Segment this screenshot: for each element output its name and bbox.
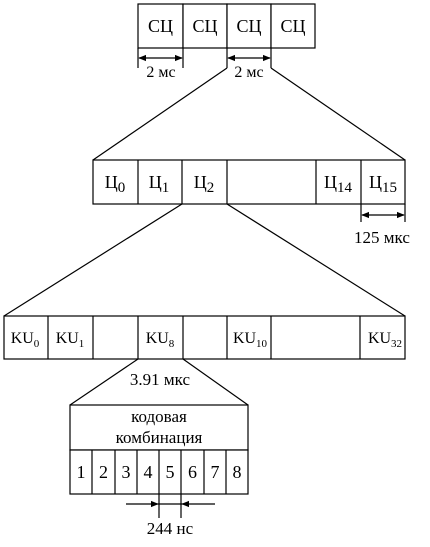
bit-label-8: 8 xyxy=(233,462,242,482)
level2-label-0: Ц0 xyxy=(105,172,126,196)
level2-frame: Ц0 Ц1 Ц2 Ц14 Ц15 125 мкс xyxy=(92,159,410,247)
level4-codeword: кодовая комбинация 1 2 3 4 5 6 7 8 244 н… xyxy=(69,404,249,538)
expand-3-4-left xyxy=(69,358,139,406)
codeword-title-line2: комбинация xyxy=(116,428,203,447)
bit-label-1: 1 xyxy=(77,462,86,482)
level3-frame-outline xyxy=(3,315,406,360)
level3-label-8: KU8 xyxy=(146,330,175,350)
bit-label-3: 3 xyxy=(122,462,131,482)
level3-label-0: KU0 xyxy=(11,330,40,350)
level2-label-2: Ц2 xyxy=(194,172,215,196)
expand-1-2-left xyxy=(92,67,228,161)
level3-dim-label: 3.91 мкс xyxy=(130,370,191,389)
level3-label-10: KU10 xyxy=(233,330,268,350)
level1-cell-0 xyxy=(137,3,184,49)
bit-label-2: 2 xyxy=(99,462,108,482)
bit-label-6: 6 xyxy=(188,462,197,482)
level2-label-14: Ц14 xyxy=(324,172,353,196)
level1-label-3: СЦ xyxy=(280,16,305,36)
level3-frame: KU0 KU1 KU8 KU10 KU32 3.91 мкс xyxy=(3,315,406,389)
level2-dim-label: 125 мкс xyxy=(354,228,410,247)
level1-dim1-label: 2 мс xyxy=(146,64,175,81)
level1-cell-3 xyxy=(270,3,316,49)
bit-dim-label: 244 нс xyxy=(147,519,194,538)
bit-label-5: 5 xyxy=(166,462,175,482)
level1-label-0: СЦ xyxy=(148,16,173,36)
level1-label-1: СЦ xyxy=(192,16,217,36)
codeword-title-box xyxy=(69,404,249,451)
level1-dim2-label: 2 мс xyxy=(234,64,263,81)
expand-2-3-right xyxy=(226,203,406,317)
level3-label-32: KU32 xyxy=(368,330,402,350)
level1-label-2: СЦ xyxy=(236,16,261,36)
expand-2-3-left xyxy=(3,203,183,317)
level1-cell-1 xyxy=(182,3,228,49)
level2-label-15: Ц15 xyxy=(369,172,397,196)
level1-superframe: СЦ СЦ СЦ СЦ 2 мс 2 мс xyxy=(137,3,316,81)
expand-1-2-right xyxy=(270,67,406,161)
codeword-title-line1: кодовая xyxy=(131,407,187,426)
bit-label-4: 4 xyxy=(144,462,153,482)
bit-label-7: 7 xyxy=(211,462,220,482)
expand-3-4-right xyxy=(182,358,249,406)
level3-label-1: KU1 xyxy=(56,330,85,350)
level1-cell-2 xyxy=(226,3,272,49)
level2-label-1: Ц1 xyxy=(149,172,170,196)
level2-frame-outline xyxy=(92,159,406,205)
